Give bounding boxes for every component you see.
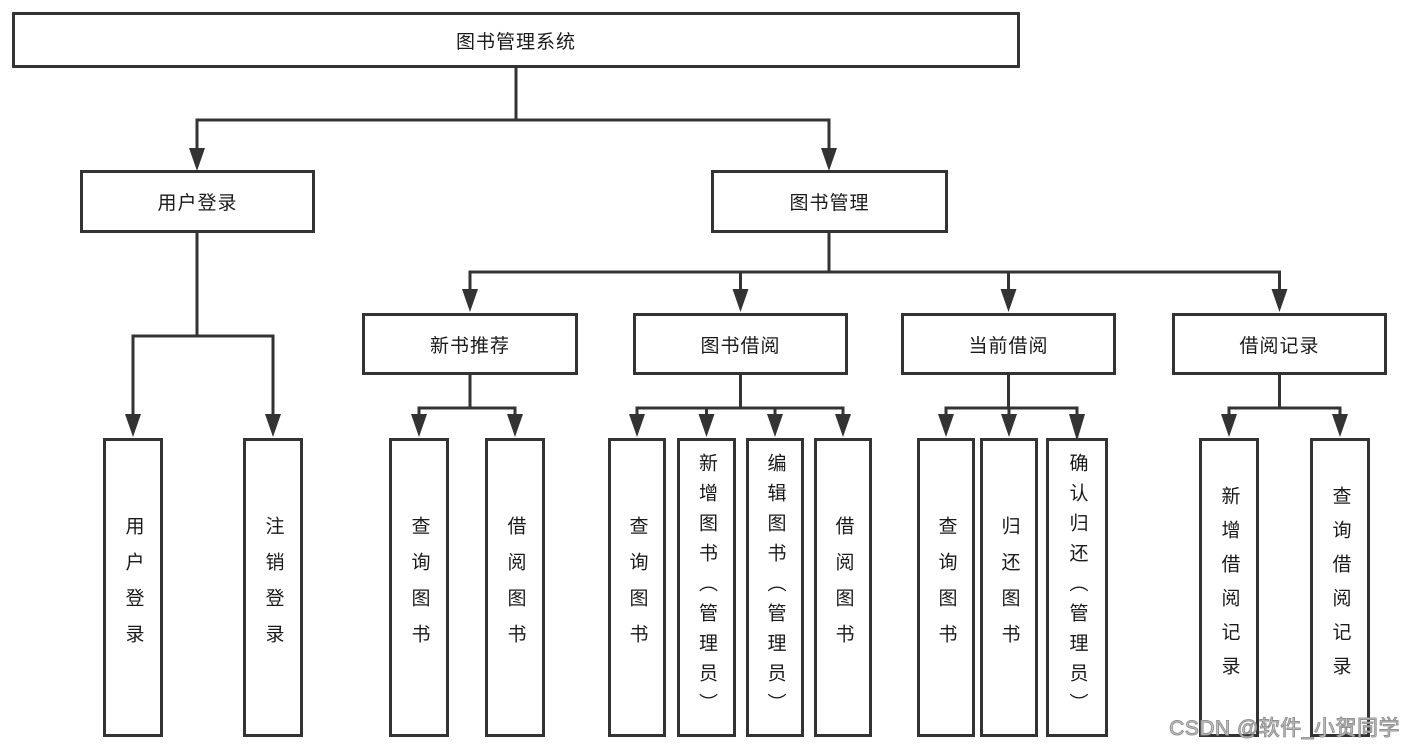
node-current-borrow: 当前借阅 bbox=[901, 313, 1116, 375]
node-recommend-borrow-book: 借阅图书 bbox=[485, 438, 545, 737]
node-label: 图书管理 bbox=[789, 193, 870, 214]
node-logout-action: 注销登录 bbox=[243, 438, 303, 737]
node-borrow-records: 借阅记录 bbox=[1172, 313, 1387, 375]
node-library-system: 图书管理系统 bbox=[12, 12, 1020, 68]
node-label: 借阅图书 bbox=[504, 515, 526, 660]
node-query-borrow-record: 查询借阅记录 bbox=[1310, 438, 1370, 737]
node-label: 用户登录 bbox=[157, 193, 238, 214]
node-user-login-action: 用户登录 bbox=[103, 438, 163, 737]
node-recommend-query-book: 查询图书 bbox=[389, 438, 449, 737]
node-borrow-query-book: 查询图书 bbox=[608, 438, 666, 737]
node-label: 新增借阅记录 bbox=[1218, 485, 1240, 690]
node-label: 查询图书 bbox=[626, 515, 648, 660]
node-confirm-return-admin: 确认归还（管理员） bbox=[1046, 438, 1108, 737]
node-edit-book-admin: 编辑图书（管理员） bbox=[746, 438, 804, 737]
node-label: 确认归还（管理员） bbox=[1066, 452, 1088, 723]
node-label: 图书借阅 bbox=[700, 335, 781, 357]
node-label: 当前借阅 bbox=[968, 335, 1049, 357]
node-label: 借阅记录 bbox=[1239, 335, 1320, 357]
node-borrow-book: 借阅图书 bbox=[814, 438, 872, 737]
node-label: 查询借阅记录 bbox=[1329, 485, 1351, 690]
node-new-book-recommend: 新书推荐 bbox=[362, 313, 578, 375]
node-label: 借阅图书 bbox=[832, 515, 854, 660]
node-label: 注销登录 bbox=[262, 515, 284, 660]
node-label: 归还图书 bbox=[998, 515, 1020, 660]
node-add-borrow-record: 新增借阅记录 bbox=[1199, 438, 1259, 737]
node-book-borrow: 图书借阅 bbox=[633, 313, 848, 375]
node-return-book: 归还图书 bbox=[980, 438, 1038, 737]
node-label: 查询图书 bbox=[935, 515, 957, 660]
node-add-book-admin: 新增图书（管理员） bbox=[677, 438, 736, 737]
node-label: 新书推荐 bbox=[429, 335, 510, 357]
node-book-management: 图书管理 bbox=[711, 170, 948, 233]
node-label: 用户登录 bbox=[122, 515, 144, 660]
node-user-login: 用户登录 bbox=[80, 170, 315, 233]
node-label: 编辑图书（管理员） bbox=[764, 452, 786, 723]
node-current-query-book: 查询图书 bbox=[917, 438, 975, 737]
csdn-watermark: CSDN @软件_小贺同学 bbox=[1169, 717, 1400, 741]
node-label: 图书管理系统 bbox=[455, 31, 576, 53]
node-label: 查询图书 bbox=[408, 515, 430, 660]
node-label: 新增图书（管理员） bbox=[696, 452, 717, 723]
